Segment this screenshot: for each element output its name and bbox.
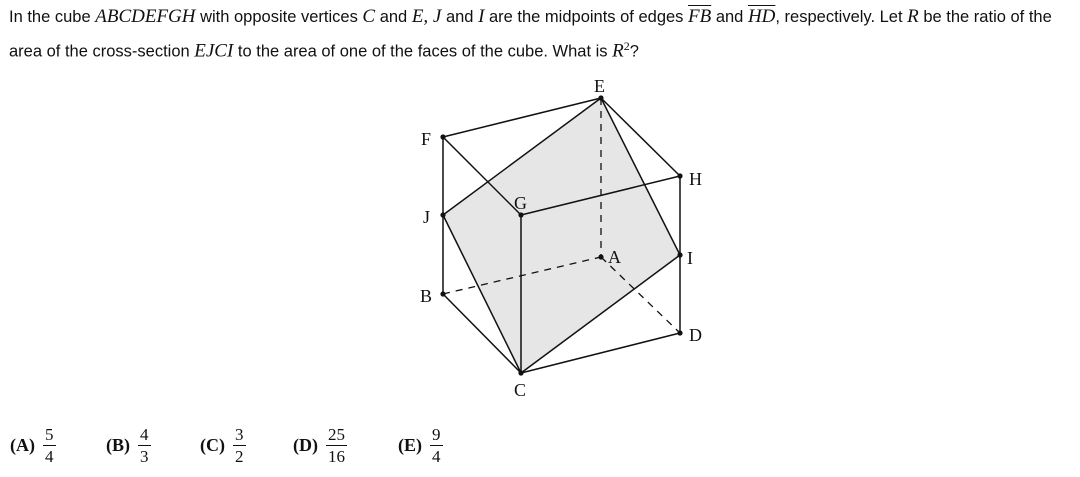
question-part: In the cube bbox=[9, 8, 96, 26]
choice-fraction: 4 3 bbox=[138, 425, 151, 466]
label-h: H bbox=[689, 169, 702, 189]
edge-cd bbox=[520, 332, 681, 374]
vertex-c: C bbox=[362, 6, 376, 27]
label-c: C bbox=[514, 380, 526, 400]
fraction-denominator: 2 bbox=[235, 446, 244, 466]
question-part: and bbox=[711, 8, 748, 26]
ratio-r: R bbox=[907, 6, 919, 27]
choice-letter: (E) bbox=[398, 434, 422, 455]
fraction-numerator: 9 bbox=[430, 424, 443, 446]
vertex-b-dot bbox=[440, 291, 446, 297]
choice-letter: (B) bbox=[106, 434, 130, 455]
vertex-e-dot bbox=[598, 95, 604, 101]
fraction-denominator: 4 bbox=[45, 446, 54, 466]
edge-gh bbox=[520, 175, 681, 216]
vertex-f-dot bbox=[440, 134, 446, 140]
edge-fb: FB bbox=[688, 6, 712, 27]
edge-ba bbox=[442, 256, 602, 295]
question-part: , respectively. Let bbox=[775, 8, 908, 26]
question-part: ? bbox=[629, 42, 639, 61]
fraction-numerator: 4 bbox=[138, 424, 151, 446]
edge-ad bbox=[600, 256, 681, 334]
section-edge-ci bbox=[520, 254, 681, 374]
choice-c[interactable]: (C) 3 2 bbox=[200, 420, 246, 470]
label-j: J bbox=[423, 207, 430, 227]
vertex-d-dot bbox=[677, 330, 683, 336]
fraction-numerator: 25 bbox=[326, 424, 347, 446]
point-i-dot bbox=[677, 252, 683, 258]
choice-a[interactable]: (A) 5 4 bbox=[10, 420, 56, 470]
choice-fraction: 3 2 bbox=[233, 425, 246, 466]
vertex-g-dot bbox=[518, 212, 524, 218]
choice-fraction: 25 16 bbox=[326, 425, 347, 466]
edge-bc bbox=[442, 293, 522, 374]
r-squared-base: R bbox=[612, 40, 624, 62]
choice-fraction: 5 4 bbox=[43, 425, 56, 466]
point-i: I bbox=[478, 6, 485, 27]
fraction-denominator: 16 bbox=[328, 446, 345, 466]
label-f: F bbox=[421, 129, 431, 149]
point-j-dot bbox=[440, 212, 446, 218]
label-e: E bbox=[594, 76, 605, 96]
fraction-denominator: 4 bbox=[432, 446, 441, 466]
question-part: and bbox=[441, 8, 479, 26]
label-i: I bbox=[687, 248, 693, 268]
choice-fraction: 9 4 bbox=[430, 425, 443, 466]
choice-d[interactable]: (D) 25 16 bbox=[293, 420, 347, 470]
hidden-edges bbox=[442, 98, 681, 334]
vertex-c-dot bbox=[518, 370, 524, 376]
fraction-numerator: 3 bbox=[233, 424, 246, 446]
visible-edges bbox=[442, 97, 681, 374]
edge-eh bbox=[600, 97, 681, 177]
choice-letter: (A) bbox=[10, 434, 35, 455]
vertex-dots bbox=[440, 95, 683, 376]
choice-b[interactable]: (B) 4 3 bbox=[106, 420, 151, 470]
label-g: G bbox=[514, 193, 527, 213]
cross-section-ejci bbox=[443, 98, 680, 373]
question-part: and bbox=[375, 8, 412, 26]
vertex-h-dot bbox=[677, 173, 683, 179]
label-b: B bbox=[420, 286, 432, 306]
section-edge-ej bbox=[442, 97, 602, 216]
question-part: are the midpoints of edges bbox=[484, 8, 689, 26]
edge-hd: HD bbox=[747, 6, 776, 27]
answer-choices: (A) 5 4 (B) 4 3 (C) 3 2 (D) 25 16 (E) 9 … bbox=[10, 420, 1070, 470]
question-part: be the ratio of the area of the cross-se… bbox=[9, 8, 1052, 61]
vertex-e-j: E, J bbox=[411, 6, 442, 27]
fraction-numerator: 5 bbox=[43, 424, 56, 446]
choice-letter: (D) bbox=[293, 434, 318, 455]
question-part: to the area of one of the faces of the c… bbox=[233, 42, 613, 61]
choice-letter: (C) bbox=[200, 434, 225, 455]
fraction-denominator: 3 bbox=[140, 446, 149, 466]
vertex-a-dot bbox=[598, 254, 604, 260]
choice-e[interactable]: (E) 9 4 bbox=[398, 420, 443, 470]
r-squared-exponent: 2 bbox=[623, 39, 630, 53]
question-part: with opposite vertices bbox=[195, 8, 363, 26]
section-edge-ie bbox=[600, 97, 681, 256]
label-d: D bbox=[689, 325, 702, 345]
cube-name: ABCDEFGH bbox=[95, 6, 196, 27]
label-a: A bbox=[608, 247, 621, 267]
section-name: EJCI bbox=[194, 40, 234, 62]
edge-fg bbox=[442, 136, 522, 216]
edge-fe bbox=[442, 97, 602, 138]
section-edge-jc bbox=[442, 214, 522, 374]
question-text: In the cube ABCDEFGH with opposite verti… bbox=[9, 2, 1075, 67]
